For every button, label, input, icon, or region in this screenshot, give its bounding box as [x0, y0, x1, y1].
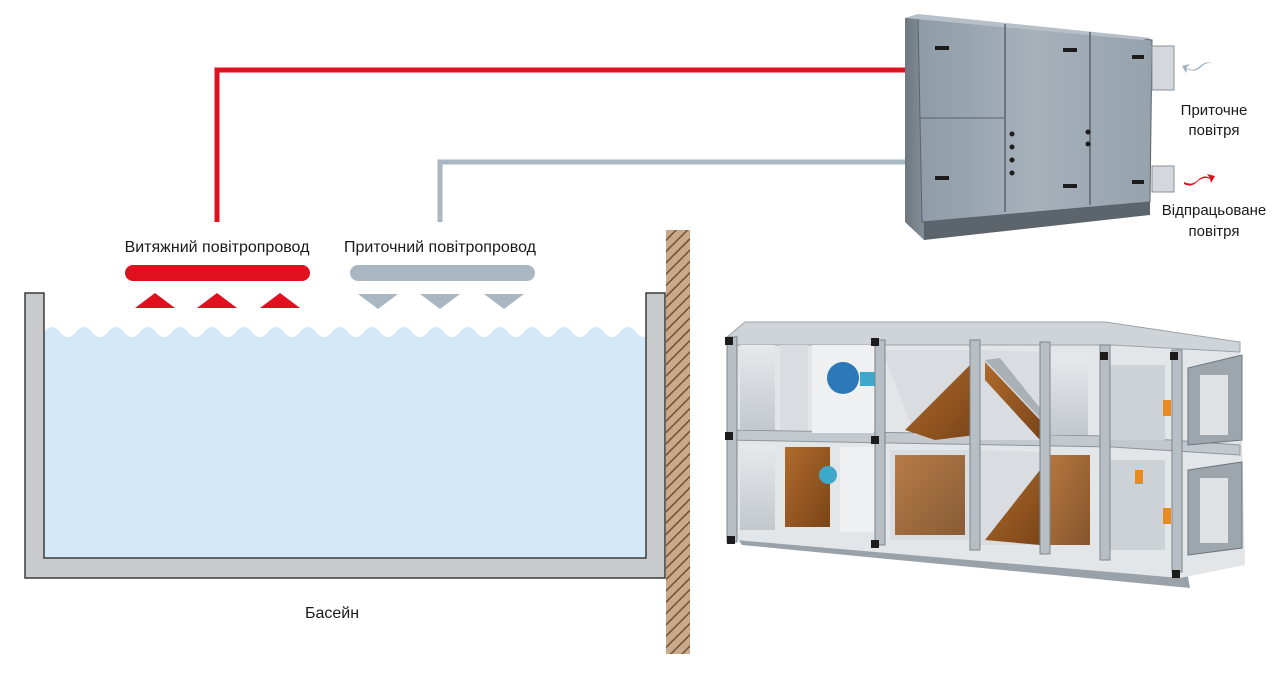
building-wall [666, 230, 690, 654]
pool-label: Басейн [305, 605, 359, 622]
exhaust-air-label-line2: повітря [1189, 223, 1240, 240]
air-handling-unit-cutaway [725, 321, 1245, 588]
supply-air-arrow-icon [1182, 62, 1214, 73]
pool [24, 292, 666, 579]
exhaust-vent-arrows [135, 293, 300, 308]
exhaust-air-arrow-icon [1184, 174, 1215, 186]
pool-wall [24, 292, 666, 579]
pool-water [44, 327, 650, 560]
supply-vent-arrows [358, 294, 524, 309]
supply-duct-line [437, 159, 910, 222]
supply-duct-bar [350, 265, 535, 281]
air-handling-unit-exterior [905, 14, 1175, 240]
supply-air-label-line1: Приточне [1181, 102, 1248, 119]
exhaust-duct-label: Витяжний повітропровод [125, 239, 311, 256]
supply-duct-label: Приточний повітропровод [344, 239, 537, 256]
exhaust-air-label-line1: Відпрацьоване [1162, 202, 1266, 219]
exhaust-duct-bar [125, 265, 310, 281]
supply-air-label-line2: повітря [1189, 122, 1240, 139]
exhaust-duct-line [214, 67, 910, 222]
